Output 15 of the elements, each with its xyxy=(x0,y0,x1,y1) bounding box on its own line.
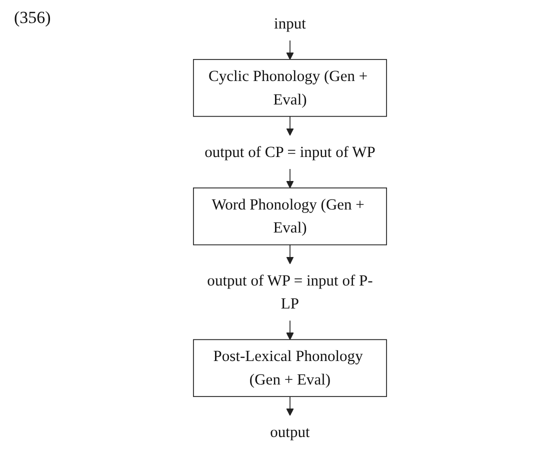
node-box xyxy=(193,187,387,246)
example-number: (356) xyxy=(14,8,51,28)
arrow xyxy=(286,320,294,340)
arrow xyxy=(286,244,294,264)
node-text: output of CP = input of WP xyxy=(204,143,376,160)
flowchart-drawing: input Cyclic Phonology (Gen + Eval) output of CP = input of WP Word Phonology (Gen + Eval) output of WP = input of P-LP Post-Lexical Phonology (Gen + Eval) output xyxy=(170,0,410,456)
arrow xyxy=(286,40,294,60)
node-text: output xyxy=(270,423,310,440)
arrow xyxy=(286,116,294,136)
node-box xyxy=(193,59,387,117)
node-text: output of WP = input of P-LP xyxy=(207,272,373,312)
arrow xyxy=(286,396,294,416)
node-text: input xyxy=(274,14,306,32)
node-box xyxy=(193,339,387,397)
arrow xyxy=(286,168,294,188)
